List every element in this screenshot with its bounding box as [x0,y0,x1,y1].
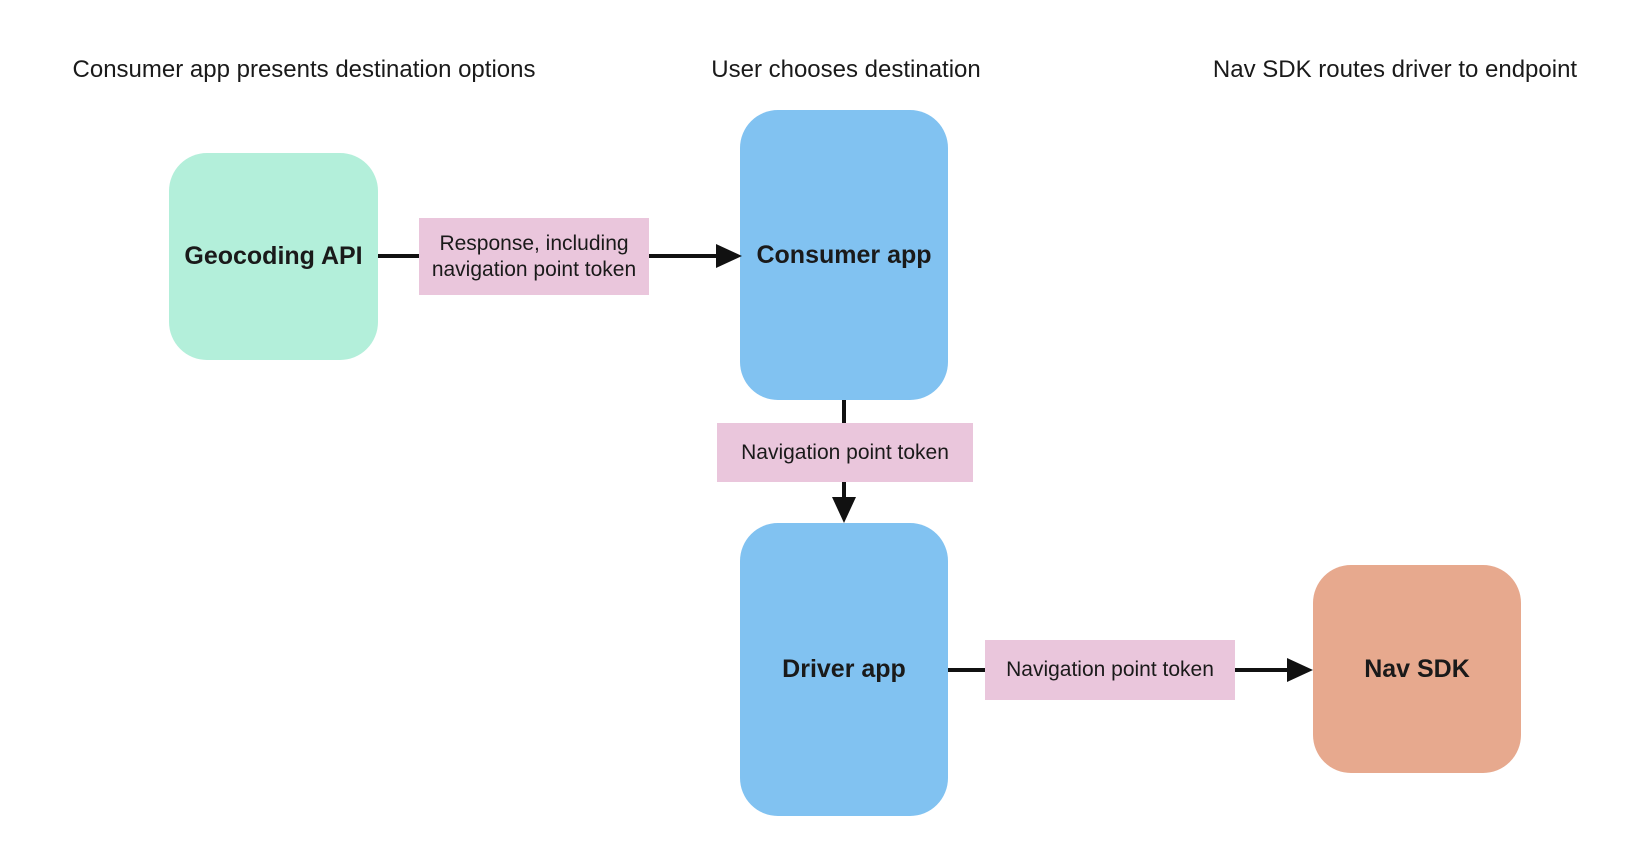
stage-header-consumer-presents: Consumer app presents destination option… [72,56,536,83]
node-driver-app: Driver app [740,523,948,816]
arrowhead-right-icon [716,244,742,268]
node-geocoding-api: Geocoding API [169,153,378,360]
stage-header-user-chooses: User chooses destination [711,56,981,83]
node-driver-app-label: Driver app [782,655,906,683]
arrowhead-right-icon [1287,658,1313,682]
edge-label-navigation-point-token-horizontal: Navigation point token [985,640,1235,700]
node-nav-sdk: Nav SDK [1313,565,1521,773]
edge-label-text: Navigation point token [1006,658,1214,682]
edge-label-text: Navigation point token [741,440,949,464]
stage-header-navsdk-routes: Nav SDK routes driver to endpoint [1212,56,1578,83]
arrowhead-down-icon [832,497,856,523]
edge-label-response-including-token: Response, including navigation point tok… [419,218,649,295]
edge-label-text: Response, including navigation point tok… [431,231,637,281]
node-nav-sdk-label: Nav SDK [1364,654,1470,683]
edge-label-navigation-point-token-vertical: Navigation point token [717,423,973,482]
node-geocoding-api-label: Geocoding API [184,242,363,270]
node-consumer-app: Consumer app [740,110,948,400]
node-consumer-app-label: Consumer app [756,240,932,269]
